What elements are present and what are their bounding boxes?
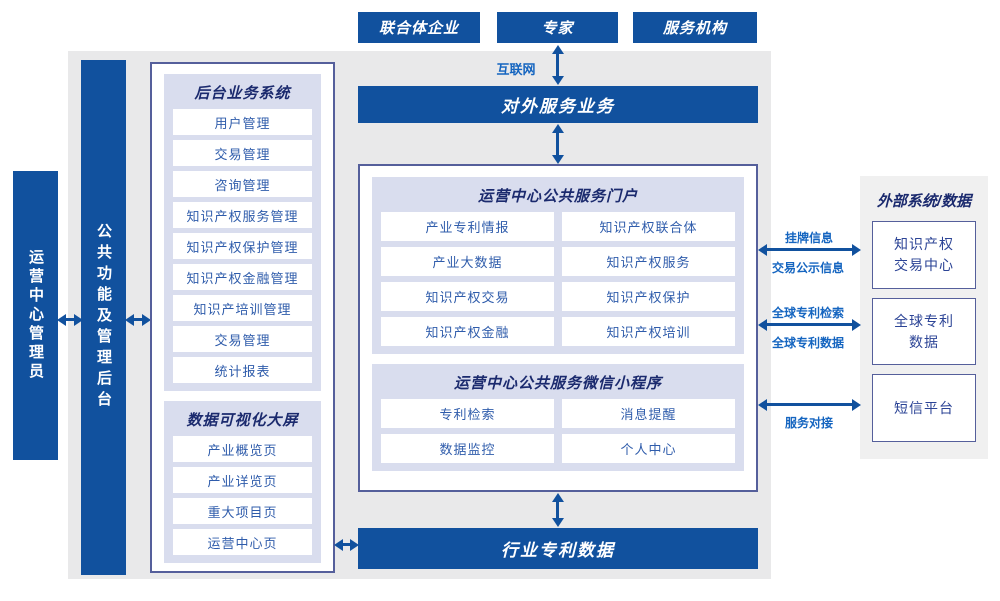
- arrow-portal-trade-center: [758, 243, 861, 256]
- portal-item: 知识产权金融: [381, 317, 554, 346]
- portal-title: 运营中心公共服务门户: [477, 188, 638, 205]
- arrow-externalservice-portal: [551, 124, 564, 164]
- link-label-global-patent-search: 全球专利检索: [771, 306, 844, 320]
- arrow-leftpanel-industrydata: [334, 538, 359, 551]
- portal-item: 知识产权服务: [562, 247, 735, 276]
- external-box-sms-platform: 短信平台: [872, 374, 976, 442]
- internet-label: 互联网: [496, 62, 536, 77]
- list-item: 知识产权服务管理: [173, 202, 312, 228]
- industry-patent-data-label: 行业专利数据: [501, 541, 615, 560]
- arrow-actors-externalservice: [551, 45, 564, 85]
- dashboard-title: 数据可视化大屏: [186, 412, 299, 429]
- arrow-portal-global-patent: [758, 318, 861, 331]
- miniprogram-grid: 专利检索 消息提醒 数据监控 个人中心: [381, 399, 735, 463]
- actor-consortium-enterprises: 联合体企业: [358, 12, 480, 43]
- external-box-global-patent-data: 全球专利 数据: [872, 298, 976, 365]
- link-label-global-patent-data: 全球专利数据: [771, 336, 844, 350]
- miniprogram-item: 个人中心: [562, 434, 735, 463]
- actor-label: 服务机构: [662, 20, 727, 37]
- miniprogram-item: 数据监控: [381, 434, 554, 463]
- industry-patent-data-bar: 行业专利数据: [358, 528, 758, 569]
- list-item: 知识产权金融管理: [173, 264, 312, 290]
- list-item: 产业概览页: [173, 436, 312, 462]
- list-item: 运营中心页: [173, 529, 312, 555]
- external-systems-panel: 外部系统/数据 知识产权 交易中心 全球专利 数据 短信平台: [860, 176, 988, 459]
- portal-item: 产业专利情报: [381, 212, 554, 241]
- miniprogram-item: 专利检索: [381, 399, 554, 428]
- portal-grid: 产业专利情报 知识产权联合体 产业大数据 知识产权服务 知识产权交易 知识产权保…: [381, 212, 735, 346]
- portal-item: 知识产权交易: [381, 282, 554, 311]
- admin-label: 运营中心管理员: [27, 249, 44, 382]
- list-item: 知识产权保护管理: [173, 233, 312, 259]
- actor-service-organizations: 服务机构: [633, 12, 757, 43]
- arrow-backend-leftpanel: [125, 313, 151, 326]
- external-box-ip-trade-center: 知识产权 交易中心: [872, 221, 976, 289]
- external-service-label: 对外服务业务: [501, 97, 615, 116]
- list-item: 用户管理: [173, 109, 312, 135]
- backend-label: 公共功能及管理后台: [95, 223, 112, 412]
- backend-system-section: 后台业务系统 用户管理 交易管理 咨询管理 知识产权服务管理 知识产权保护管理 …: [164, 74, 321, 391]
- actor-label: 专家: [541, 20, 574, 37]
- list-item: 交易管理: [173, 326, 312, 352]
- list-item: 知识产培训管理: [173, 295, 312, 321]
- external-systems-title: 外部系统/数据: [876, 193, 972, 210]
- external-service-bar: 对外服务业务: [358, 86, 758, 123]
- backend-system-title: 后台业务系统: [194, 85, 291, 102]
- backend-left-panel: 后台业务系统 用户管理 交易管理 咨询管理 知识产权服务管理 知识产权保护管理 …: [150, 62, 335, 573]
- operation-center-admin-bar: 运营中心管理员: [13, 171, 58, 460]
- miniprogram-section: 运营中心公共服务微信小程序 专利检索 消息提醒 数据监控 个人中心: [372, 364, 744, 471]
- arrow-portal-industrydata: [551, 493, 564, 527]
- portal-item: 知识产权保护: [562, 282, 735, 311]
- arrow-portal-sms-platform: [758, 398, 861, 411]
- link-label-service-connection: 服务对接: [784, 416, 833, 430]
- portal-item: 知识产权培训: [562, 317, 735, 346]
- public-function-backend-bar: 公共功能及管理后台: [81, 60, 126, 575]
- portal-item: 产业大数据: [381, 247, 554, 276]
- miniprogram-item: 消息提醒: [562, 399, 735, 428]
- portal-section: 运营中心公共服务门户 产业专利情报 知识产权联合体 产业大数据 知识产权服务 知…: [372, 177, 744, 354]
- dashboard-section: 数据可视化大屏 产业概览页 产业详览页 重大项目页 运营中心页: [164, 401, 321, 563]
- portal-item: 知识产权联合体: [562, 212, 735, 241]
- arrow-admin-backend: [57, 313, 83, 326]
- actor-label: 联合体企业: [378, 20, 459, 37]
- link-label-trade-publicity-info: 交易公示信息: [771, 261, 844, 275]
- actor-experts: 专家: [497, 12, 618, 43]
- list-item: 重大项目页: [173, 498, 312, 524]
- list-item: 统计报表: [173, 357, 312, 383]
- list-item: 交易管理: [173, 140, 312, 166]
- link-label-listing-info: 挂牌信息: [784, 231, 833, 245]
- list-item: 咨询管理: [173, 171, 312, 197]
- miniprogram-title: 运营中心公共服务微信小程序: [453, 375, 662, 392]
- list-item: 产业详览页: [173, 467, 312, 493]
- operation-center-panel: 运营中心公共服务门户 产业专利情报 知识产权联合体 产业大数据 知识产权服务 知…: [358, 164, 758, 492]
